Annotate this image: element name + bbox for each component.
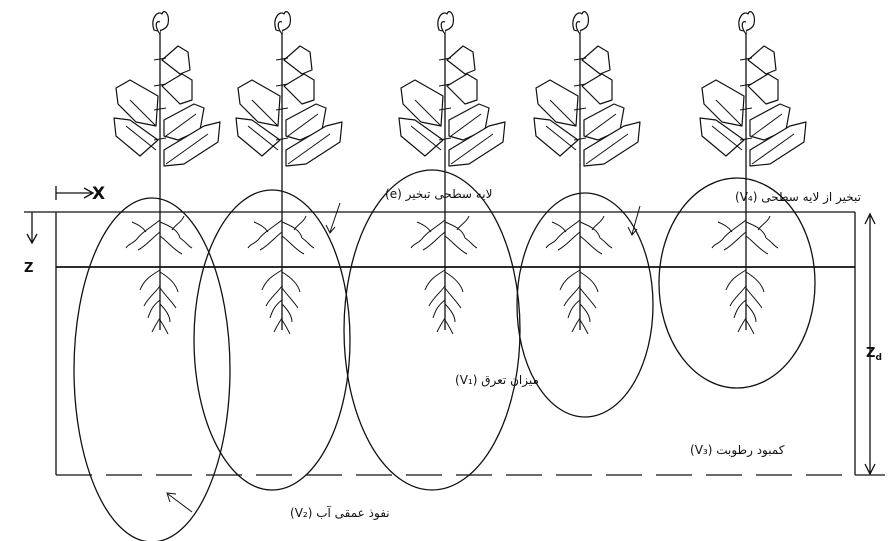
- evaporation-from-surface-label: تبخیر از لایه سطحی (V₄): [735, 190, 861, 205]
- plant-1: [114, 12, 220, 334]
- plant-4: [534, 12, 640, 334]
- moisture-deficit-label: کمبود رطوبت (V₃): [690, 443, 785, 458]
- wetting-zone-2: [194, 190, 350, 490]
- plant-5: [700, 12, 806, 334]
- surface-evaporation-layer-label: لایه سطحی تبخیر (e): [385, 187, 492, 202]
- wetting-zone-5: [659, 178, 815, 388]
- wetting-zone-3: [344, 170, 520, 490]
- wetting-zone-1: [74, 198, 230, 541]
- zd-label: Zd: [866, 346, 882, 363]
- plant-2: [236, 12, 342, 334]
- transpiration-label: میزان تعرق (V₁): [455, 373, 539, 388]
- x-axis-label: X: [92, 184, 105, 204]
- deep-percolation-pointer: [168, 494, 192, 512]
- deep-percolation-label: نفوذ عمقی آب (V₂): [290, 505, 390, 521]
- z-axis-label: Z: [24, 261, 33, 276]
